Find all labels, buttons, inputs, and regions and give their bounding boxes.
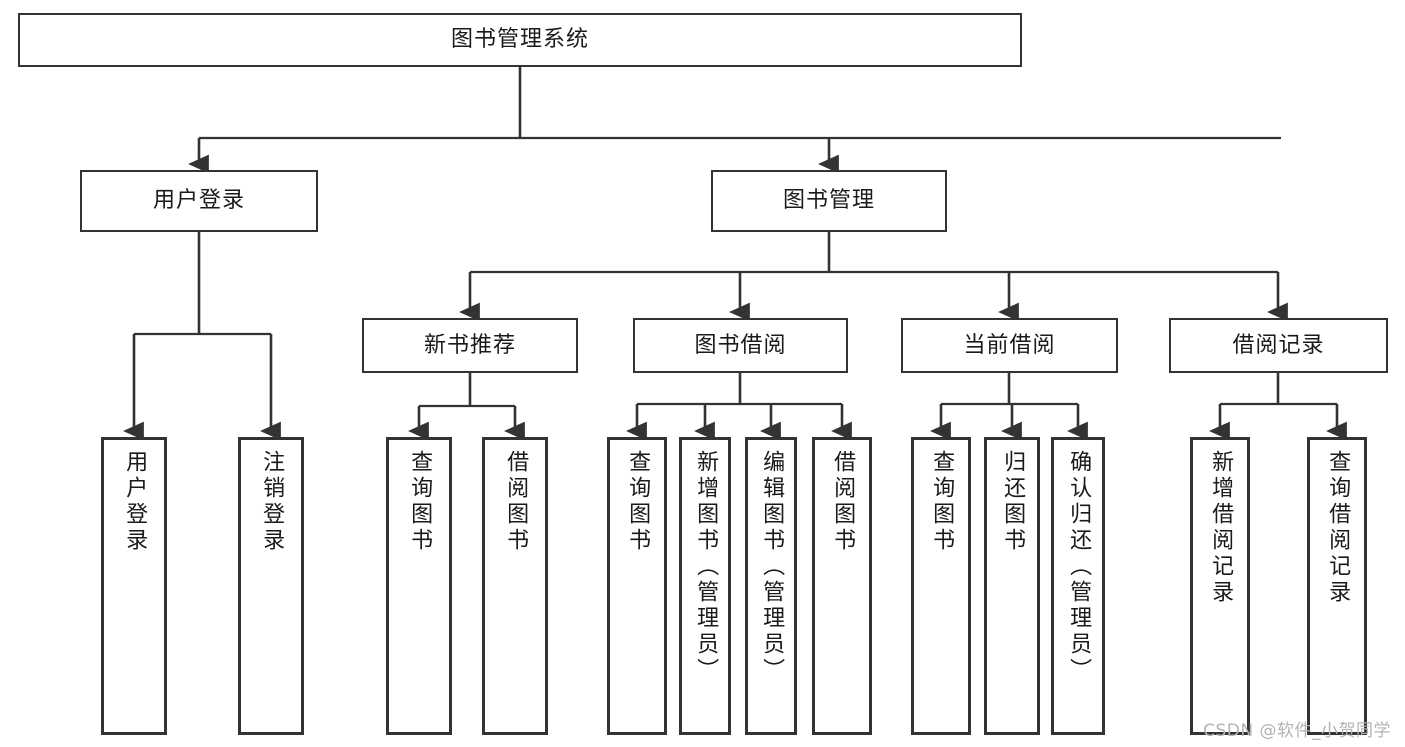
node-borrow-record[interactable]: 借阅记录 [1169, 318, 1388, 373]
node-leaf-rec-query-book[interactable]: 查询图书 [386, 437, 452, 735]
node-leaf-borrow-add-book[interactable]: 新增图书（管理员） [679, 437, 731, 735]
node-leaf-borrow-edit-book[interactable]: 编辑图书（管理员） [745, 437, 797, 735]
node-leaf-borrow-borrow-book[interactable]: 借阅图书 [812, 437, 872, 735]
node-root[interactable]: 图书管理系统 [18, 13, 1022, 67]
node-book-borrow-label: 图书借阅 [694, 332, 787, 358]
node-leaf-rec-add-record[interactable]: 新增借阅记录 [1190, 437, 1250, 735]
node-leaf-cur-query-book[interactable]: 查询图书 [911, 437, 971, 735]
node-user-login[interactable]: 用户登录 [80, 170, 318, 232]
watermark: CSDN @软件_小贺同学 [1203, 721, 1391, 741]
node-leaf-cur-confirm-return-label: 确认归还（管理员） [1066, 450, 1092, 684]
node-borrow-record-label: 借阅记录 [1232, 332, 1325, 358]
node-new-book-recommend-label: 新书推荐 [423, 332, 516, 358]
node-leaf-cur-return-book-label: 归还图书 [1000, 450, 1026, 554]
node-leaf-rec-query-book-label: 查询图书 [407, 450, 433, 554]
node-leaf-user-login-label: 用户登录 [122, 450, 148, 554]
node-current-borrow-label: 当前借阅 [963, 332, 1056, 358]
node-leaf-rec-query-record[interactable]: 查询借阅记录 [1307, 437, 1367, 735]
node-root-label: 图书管理系统 [450, 27, 589, 53]
node-leaf-rec-borrow-book-label: 借阅图书 [503, 450, 529, 554]
node-leaf-rec-add-record-label: 新增借阅记录 [1208, 450, 1234, 606]
node-leaf-borrow-borrow-book-label: 借阅图书 [830, 450, 856, 554]
node-leaf-cur-confirm-return[interactable]: 确认归还（管理员） [1051, 437, 1105, 735]
node-leaf-user-logout[interactable]: 注销登录 [238, 437, 304, 735]
node-book-borrow[interactable]: 图书借阅 [633, 318, 848, 373]
node-current-borrow[interactable]: 当前借阅 [901, 318, 1118, 373]
node-leaf-rec-borrow-book[interactable]: 借阅图书 [482, 437, 548, 735]
node-leaf-cur-query-book-label: 查询图书 [929, 450, 955, 554]
node-leaf-cur-return-book[interactable]: 归还图书 [984, 437, 1040, 735]
node-book-manage[interactable]: 图书管理 [711, 170, 947, 232]
node-leaf-borrow-query-book[interactable]: 查询图书 [607, 437, 667, 735]
node-user-login-label: 用户登录 [152, 188, 245, 214]
node-leaf-rec-query-record-label: 查询借阅记录 [1325, 450, 1351, 606]
node-leaf-borrow-query-book-label: 查询图书 [625, 450, 651, 554]
node-book-manage-label: 图书管理 [782, 188, 875, 214]
node-leaf-user-logout-label: 注销登录 [259, 450, 285, 554]
node-leaf-borrow-add-book-label: 新增图书（管理员） [693, 450, 719, 684]
node-leaf-borrow-edit-book-label: 编辑图书（管理员） [759, 450, 785, 684]
node-leaf-user-login[interactable]: 用户登录 [101, 437, 167, 735]
node-new-book-recommend[interactable]: 新书推荐 [362, 318, 578, 373]
